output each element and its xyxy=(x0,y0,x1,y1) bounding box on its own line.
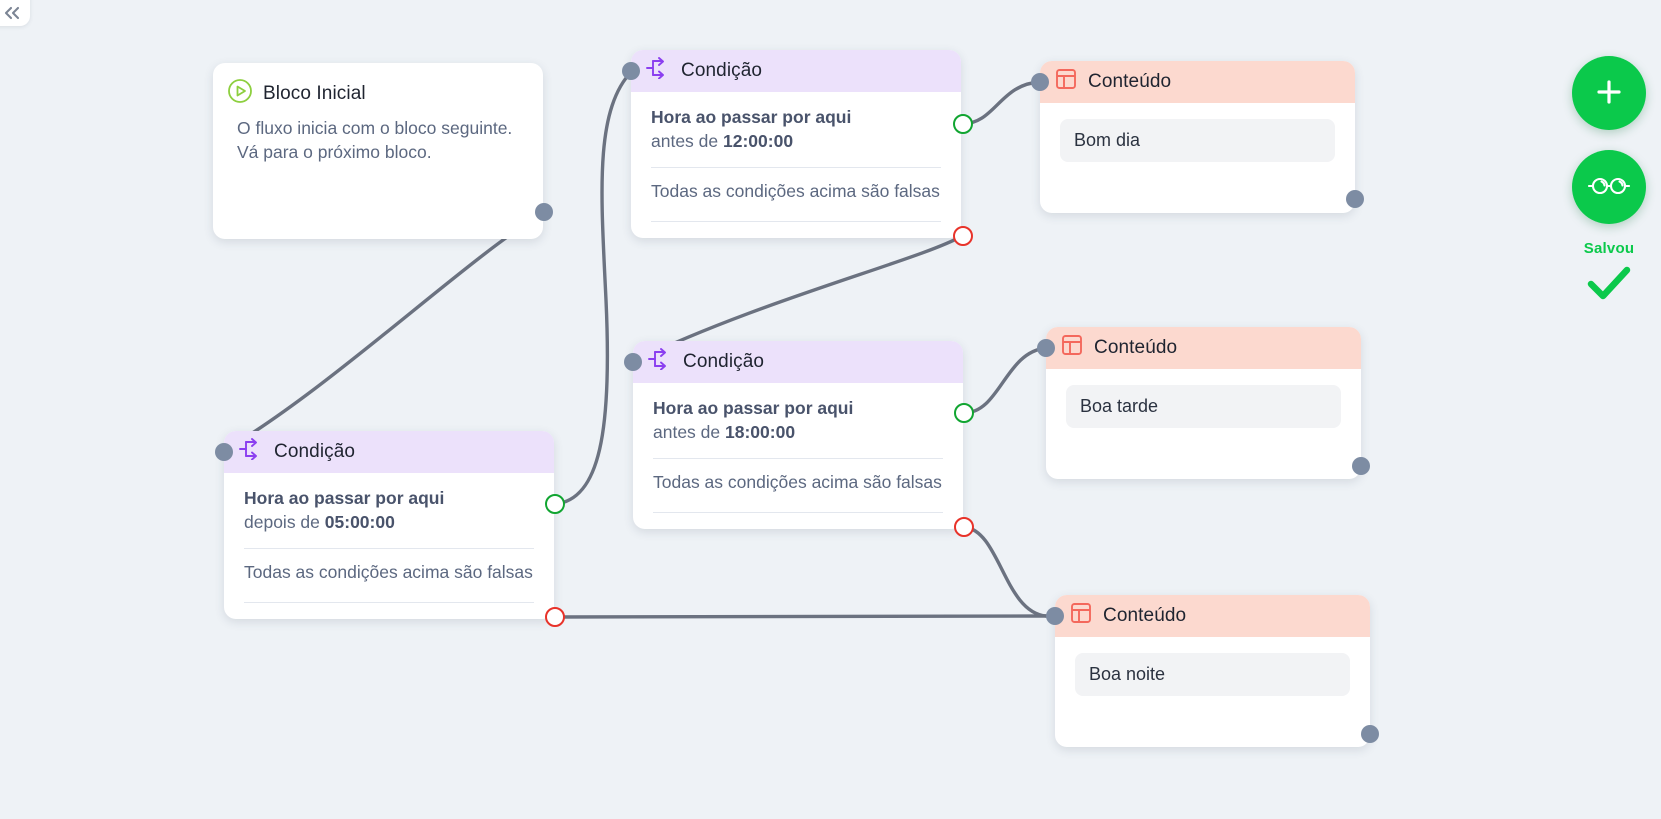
content-boa-noite-output-port[interactable] xyxy=(1361,725,1379,743)
condition-tarde-else: Todas as condições acima são falsas xyxy=(653,471,942,492)
content-boa-noite-title: Conteúdo xyxy=(1103,605,1187,626)
condition-manha-footer-divider xyxy=(651,221,941,223)
content-boa-noite-header: Conteúdo xyxy=(1055,595,1370,637)
start-output-port[interactable] xyxy=(535,203,553,221)
branch-icon xyxy=(645,57,671,85)
condition-dia-rule-label: Hora ao passar por aqui xyxy=(244,488,445,508)
condition-manha-rule-value: 12:00:00 xyxy=(723,130,794,151)
content-boa-tarde-message[interactable]: Boa tarde xyxy=(1066,385,1341,428)
content-boa-noite-input-port[interactable] xyxy=(1046,607,1064,625)
glasses-icon xyxy=(1587,174,1631,201)
condition-dia-rule: Hora ao passar por aqui depois de 05:00:… xyxy=(244,487,534,535)
save-status-label: Salvou xyxy=(1583,240,1635,257)
check-icon xyxy=(1585,263,1633,308)
start-node-title: Bloco Inicial xyxy=(263,83,366,104)
node-conteudo-bom-dia[interactable]: Conteúdo Bom dia xyxy=(1031,61,1364,213)
start-node-description: O fluxo inicia com o bloco seguinte. Vá … xyxy=(213,117,543,165)
condition-dia-rule-value: 05:00:00 xyxy=(324,511,395,532)
content-bom-dia-output-port[interactable] xyxy=(1346,190,1364,208)
content-boa-tarde-input-port[interactable] xyxy=(1037,339,1055,357)
content-boa-tarde-output-port[interactable] xyxy=(1352,457,1370,475)
content-bom-dia-header: Conteúdo xyxy=(1040,61,1355,103)
branch-icon xyxy=(238,438,264,466)
condition-dia-false-port[interactable] xyxy=(545,607,565,627)
node-condicao-dia[interactable]: Condição Hora ao passar por aqui depois … xyxy=(215,431,565,627)
chevrons-left-icon xyxy=(2,4,22,22)
condition-manha-divider xyxy=(651,166,941,168)
start-line-2: Vá para o próximo bloco. xyxy=(237,141,432,162)
layout-icon xyxy=(1060,333,1084,363)
condition-manha-false-port[interactable] xyxy=(953,226,973,246)
condition-tarde-body: Hora ao passar por aqui antes de 18:00:0… xyxy=(633,383,963,529)
condition-tarde-rule: Hora ao passar por aqui antes de 18:00:0… xyxy=(653,397,943,445)
node-conteudo-boa-tarde[interactable]: Conteúdo Boa tarde xyxy=(1037,327,1370,479)
start-line-1: O fluxo inicia com o bloco seguinte. xyxy=(237,118,513,138)
condition-manha-body: Hora ao passar por aqui antes de 12:00:0… xyxy=(631,92,961,238)
condition-tarde-rule-value: 18:00:00 xyxy=(725,421,796,442)
condition-tarde-false-port[interactable] xyxy=(954,517,974,537)
condition-tarde-rule-operator: antes de xyxy=(653,421,721,442)
layout-icon xyxy=(1054,67,1078,97)
plus-icon xyxy=(1592,75,1626,112)
node-conteudo-boa-noite[interactable]: Conteúdo Boa noite xyxy=(1046,595,1379,747)
condition-tarde-footer-divider xyxy=(653,512,943,514)
condition-tarde-title: Condição xyxy=(683,351,765,372)
condition-tarde-rule-label: Hora ao passar por aqui xyxy=(653,398,854,418)
branch-icon xyxy=(647,348,673,376)
collapse-sidebar-button[interactable] xyxy=(0,0,30,26)
condition-manha-title: Condição xyxy=(681,60,763,81)
content-bom-dia-input-port[interactable] xyxy=(1031,73,1049,91)
content-bom-dia-title: Conteúdo xyxy=(1088,71,1172,92)
content-boa-tarde-title: Conteúdo xyxy=(1094,337,1178,358)
condition-dia-body: Hora ao passar por aqui depois de 05:00:… xyxy=(224,473,554,619)
condition-manha-rule: Hora ao passar por aqui antes de 12:00:0… xyxy=(651,106,941,154)
node-condicao-manha[interactable]: Condição Hora ao passar por aqui antes d… xyxy=(622,50,973,246)
condition-dia-input-port[interactable] xyxy=(215,443,233,461)
condition-manha-rule-label: Hora ao passar por aqui xyxy=(651,107,852,127)
condition-dia-title: Condição xyxy=(274,441,356,462)
condition-dia-else: Todas as condições acima são falsas xyxy=(244,561,533,582)
condition-tarde-true-port[interactable] xyxy=(954,403,974,423)
condition-dia-divider xyxy=(244,547,534,549)
content-boa-noite-message[interactable]: Boa noite xyxy=(1075,653,1350,696)
play-circle-icon xyxy=(227,78,253,110)
layout-icon xyxy=(1069,601,1093,631)
condition-manha-true-port[interactable] xyxy=(953,114,973,134)
condition-manha-input-port[interactable] xyxy=(622,62,640,80)
condition-dia-footer-divider xyxy=(244,602,534,604)
start-node-header: Bloco Inicial xyxy=(213,63,543,117)
node-bloco-inicial[interactable]: Bloco Inicial O fluxo inicia com o bloco… xyxy=(213,63,553,239)
node-condicao-tarde[interactable]: Condição Hora ao passar por aqui antes d… xyxy=(624,341,974,537)
condition-dia-true-port[interactable] xyxy=(545,494,565,514)
condition-tarde-header: Condição xyxy=(633,341,963,383)
condition-tarde-divider xyxy=(653,457,943,459)
add-block-button[interactable] xyxy=(1572,56,1646,130)
save-status: Salvou xyxy=(1572,240,1646,308)
condition-manha-rule-operator: antes de xyxy=(651,130,719,151)
condition-manha-else: Todas as condições acima são falsas xyxy=(651,180,940,201)
condition-tarde-input-port[interactable] xyxy=(624,353,642,371)
condition-manha-header: Condição xyxy=(631,50,961,92)
content-boa-tarde-header: Conteúdo xyxy=(1046,327,1361,369)
condition-dia-header: Condição xyxy=(224,431,554,473)
preview-button[interactable] xyxy=(1572,150,1646,224)
content-bom-dia-message[interactable]: Bom dia xyxy=(1060,119,1335,162)
condition-dia-rule-operator: depois de xyxy=(244,511,320,532)
